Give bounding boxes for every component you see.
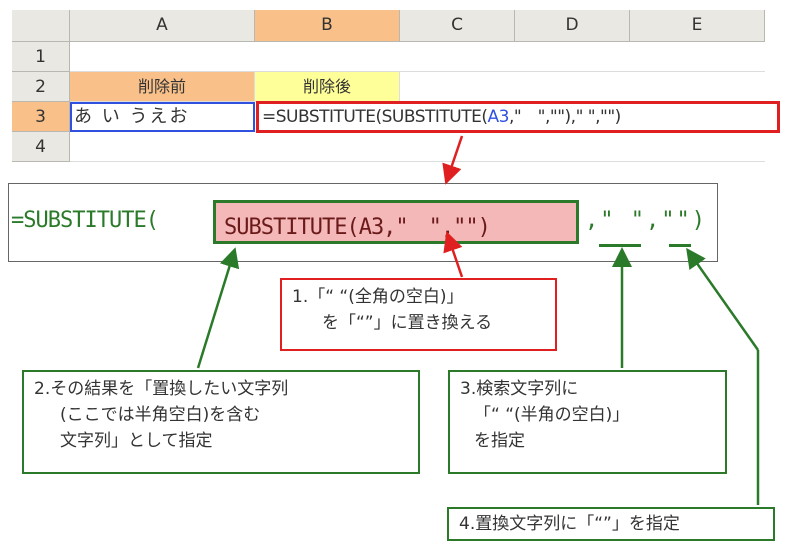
cell-a3[interactable]: あ い うえお [70,102,255,132]
row-header-1[interactable]: 1 [12,42,70,72]
formula-text: =SUBSTITUTE(SUBSTITUTE( [262,107,488,127]
callout-line: 「“ “(半角の空白)」 [474,405,630,425]
formula-prefix: =SUBSTITUTE( [11,208,159,233]
row-header-2[interactable]: 2 [12,72,70,102]
callout-1: 1.「“ “(全角の空白)」 を「“”」に置き換える [280,278,557,351]
inner-substitute: SUBSTITUTE(A3," ","") [213,200,579,244]
cell-a2[interactable]: 削除前 [70,72,255,102]
callout-line: 3.検索文字列に [460,379,579,399]
callout-line: を「“”」に置き換える [322,313,493,333]
formula-breakdown: =SUBSTITUTE( SUBSTITUTE(A3," ","") ," ",… [8,183,718,262]
callout-line: 文字列」として指定 [60,431,213,451]
callout-line: (ここでは半角空白)を含む [60,405,261,425]
formula-ref: A3 [487,107,510,127]
column-header-d[interactable]: D [515,10,630,42]
callout-line: 2.その結果を「置換したい文字列 [34,379,289,399]
formula-suffix: ," ","") [585,208,707,233]
cell-b3-formula[interactable]: =SUBSTITUTE(SUBSTITUTE(A3," ","")," ",""… [256,101,780,133]
arrow-callout-1 [443,231,464,278]
select-all-corner[interactable] [12,10,70,42]
column-header-e[interactable]: E [630,10,765,42]
row-header-3[interactable]: 3 [12,102,70,132]
callout-4: 4.置換文字列に「“”」を指定 [447,507,775,541]
search-underline [599,244,641,247]
callout-line: 1.「“ “(全角の空白)」 [292,287,464,307]
column-header-b[interactable]: B [255,10,400,42]
replace-underline [669,244,691,247]
cell-b2[interactable]: 削除後 [255,72,400,102]
formula-text: ," ","") [508,107,571,127]
arrow-down [442,135,464,185]
callout-3: 3.検索文字列に 「“ “(半角の空白)」 を指定 [448,370,727,474]
row-header-4[interactable]: 4 [12,132,70,162]
callout-2: 2.その結果を「置換したい文字列 (ここでは半角空白)を含む 文字列」として指定 [22,370,420,474]
arrow-callout-2 [196,247,240,369]
column-header-c[interactable]: C [400,10,515,42]
formula-text: ," ","") [570,107,622,127]
callout-line: を指定 [474,431,525,451]
column-header-a[interactable]: A [70,10,255,42]
